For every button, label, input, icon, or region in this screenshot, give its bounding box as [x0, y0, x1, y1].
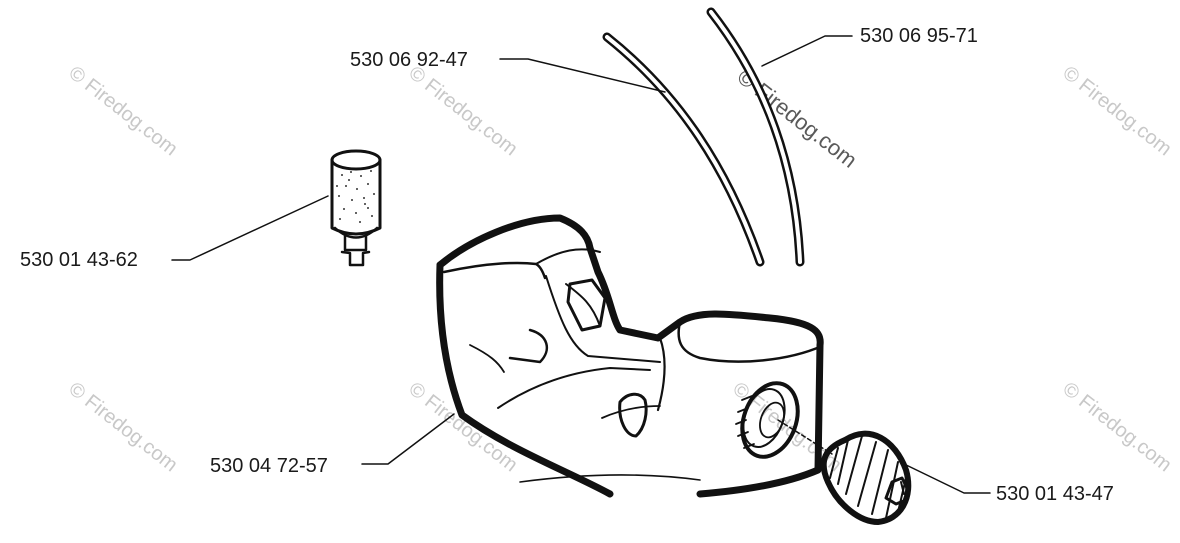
part-number-fuel-cap: 530 01 43-47: [996, 483, 1114, 505]
leader-line-fuel-tube-b: [761, 35, 853, 67]
part-number-fuel-filter: 530 01 43-62: [20, 249, 138, 271]
fuel-cap-illustration: [820, 430, 912, 525]
fuel-tube-a-illustration: [602, 32, 765, 267]
part-number-fuel-tube-b: 530 06 95-71: [860, 25, 978, 47]
assembly-line: [777, 419, 833, 455]
leader-line-fuel-tube-a: [499, 58, 666, 93]
leader-line-fuel-cap: [899, 461, 991, 494]
part-number-fuel-tank: 530 04 72-57: [210, 455, 328, 477]
filter-texture: [336, 170, 375, 223]
leader-line-fuel-filter: [171, 195, 329, 261]
fuel-tank-illustration: [436, 214, 824, 498]
leader-line-fuel-tank: [361, 413, 455, 465]
fuel-filter-illustration: [330, 149, 382, 267]
fuel-tube-b-illustration: [706, 7, 805, 267]
part-number-fuel-tube-a: 530 06 92-47: [350, 49, 468, 71]
